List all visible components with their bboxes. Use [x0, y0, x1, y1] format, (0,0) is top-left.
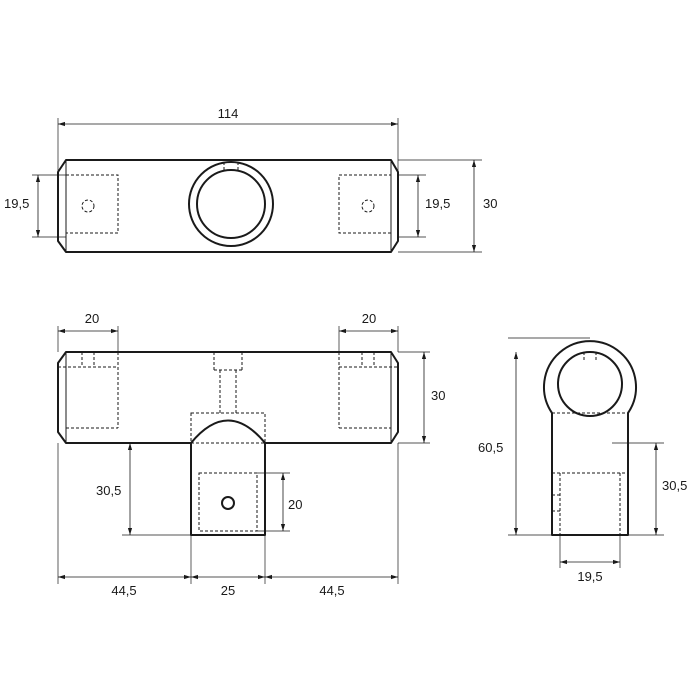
dim-front-left-offset: 44,5 — [111, 583, 136, 598]
dim-top-right-height: 19,5 — [425, 196, 450, 211]
dim-top-length: 114 — [218, 106, 239, 121]
dim-front-square-height: 20 — [288, 497, 302, 512]
top-view-right-hole — [361, 199, 375, 213]
dim-front-right-offset: 44,5 — [319, 583, 344, 598]
front-view-leg-socket — [198, 472, 258, 532]
dim-front-right-width: 20 — [362, 311, 376, 326]
top-view-tube-outer — [188, 161, 274, 247]
top-view-right-socket — [338, 174, 392, 234]
front-view-saddle-curve — [190, 419, 266, 444]
dim-front-left-width: 20 — [85, 311, 99, 326]
front-view-leg-hole — [221, 496, 235, 510]
front-view: 20 20 30 30,5 20 44,5 25 44,5 — [57, 311, 445, 598]
dim-side-leg-height: 30,5 — [662, 478, 687, 493]
top-view-tube-inner — [196, 169, 266, 239]
top-view-left-socket — [65, 174, 119, 234]
side-view-outline — [543, 340, 637, 536]
dim-front-leg-height: 30,5 — [96, 483, 121, 498]
dim-side-total-height: 60,5 — [478, 440, 503, 455]
dim-side-leg-width: 19,5 — [577, 569, 602, 584]
dim-front-center-width: 25 — [221, 583, 235, 598]
side-view: 60,5 30,5 19,5 — [478, 337, 687, 584]
side-view-tube-inner — [557, 351, 623, 417]
top-view-left-hole — [81, 199, 95, 213]
dim-front-bar-height: 30 — [431, 388, 445, 403]
dim-top-left-height: 19,5 — [4, 196, 29, 211]
dim-top-total-height: 30 — [483, 196, 497, 211]
top-view: 114 19,5 19,5 30 — [4, 106, 497, 253]
